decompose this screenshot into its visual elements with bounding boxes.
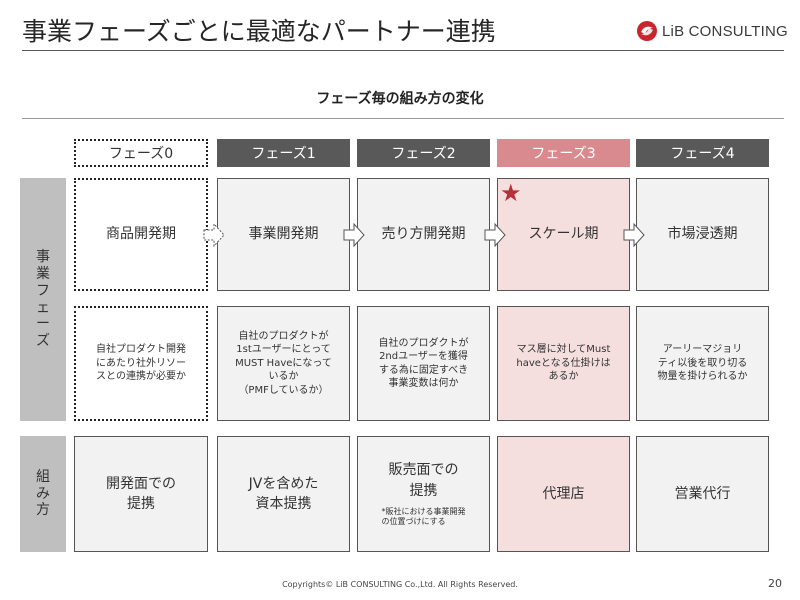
phase-header-2: フェーズ2 xyxy=(357,139,490,167)
issue-text: アーリーマジョリ ティ以後を取り切る 物量を掛けられるか xyxy=(657,344,748,383)
partnership-cell-3: 代理店 xyxy=(497,436,630,552)
partnership-label: 営業代行 xyxy=(674,485,731,502)
partnership-label: JVを含めた 資本提携 xyxy=(248,475,319,512)
subtitle-divider xyxy=(22,118,784,119)
arrow-right-icon xyxy=(203,223,225,247)
row-label-char: フ xyxy=(36,282,50,299)
stage-label: 事業開発期 xyxy=(248,226,319,243)
row-label-business-phase: 事業フェーズ xyxy=(20,178,66,421)
slide-title: 事業フェーズごとに最適なパートナー連携 xyxy=(22,17,496,46)
company-logo: LiB CONSULTING xyxy=(636,18,788,44)
issue-text: 自社のプロダクトが 1stユーザーにとって MUST Haveになって いるか … xyxy=(235,330,332,396)
phase-header-0: フェーズ0 xyxy=(74,139,208,167)
title-divider xyxy=(22,50,784,51)
row-label-char: 組 xyxy=(36,468,50,485)
row-label-char: 方 xyxy=(36,502,50,519)
row-label-partnering: 組み方 xyxy=(20,436,66,552)
row-label-char: み xyxy=(36,485,50,502)
diagram-subtitle: フェーズ毎の組み方の変化 xyxy=(316,91,484,107)
lib-consulting-logo-icon xyxy=(637,21,657,41)
row-label-char: 事 xyxy=(36,249,50,266)
stage-label: 売り方開発期 xyxy=(381,226,466,243)
phase-header-3: フェーズ3 xyxy=(497,139,630,167)
stage-label: スケール期 xyxy=(528,226,599,243)
stage-cell-4: 市場浸透期 xyxy=(636,178,769,291)
stage-label: 市場浸透期 xyxy=(667,226,738,243)
arrow-right-icon xyxy=(343,223,365,247)
partnership-cell-1: JVを含めた 資本提携 xyxy=(217,436,350,552)
row-label-char: ェ xyxy=(36,299,50,316)
logo-text: LiB CONSULTING xyxy=(662,22,788,40)
phase-header-1: フェーズ1 xyxy=(217,139,350,167)
stage-cell-1: 事業開発期 xyxy=(217,178,350,291)
issue-cell-3: マス層に対してMust haveとなる仕掛けは あるか xyxy=(497,306,630,421)
arrow-right-icon xyxy=(623,223,645,247)
stage-cell-0: 商品開発期 xyxy=(74,178,208,291)
row-label-char: ー xyxy=(36,316,50,333)
page-number: 20 xyxy=(768,577,782,590)
partnership-label: 販売面での 提携 xyxy=(388,462,459,499)
partnership-label: 代理店 xyxy=(542,485,585,502)
issue-cell-2: 自社のプロダクトが 2ndユーザーを獲得 する為に固定すべき 事業変数は何か xyxy=(357,306,490,421)
partnership-note: *販社における事業開発 の位置づけにする xyxy=(381,506,466,527)
issue-cell-4: アーリーマジョリ ティ以後を取り切る 物量を掛けられるか xyxy=(636,306,769,421)
stage-cell-2: 売り方開発期 xyxy=(357,178,490,291)
arrow-right-icon xyxy=(484,223,506,247)
row-label-char: ズ xyxy=(36,333,50,350)
stage-cell-3: スケール期 xyxy=(497,178,630,291)
issue-text: マス層に対してMust haveとなる仕掛けは あるか xyxy=(516,344,611,383)
issue-cell-1: 自社のプロダクトが 1stユーザーにとって MUST Haveになって いるか … xyxy=(217,306,350,421)
issue-text: 自社プロダクト開発 にあたり社外リソー スとの連携が必要か xyxy=(96,344,186,383)
partnership-cell-4: 営業代行 xyxy=(636,436,769,552)
copyright-notice: Copyrights© LiB CONSULTING Co.,Ltd. All … xyxy=(282,580,518,589)
phase-header-4: フェーズ4 xyxy=(636,139,769,167)
row-label-char: 業 xyxy=(36,265,50,282)
partnership-cell-0: 開発面での 提携 xyxy=(74,436,208,552)
stage-label: 商品開発期 xyxy=(106,226,176,243)
star-icon: ★ xyxy=(500,179,522,207)
partnership-label: 開発面での 提携 xyxy=(106,475,176,512)
partnership-cell-2: 販売面での 提携 *販社における事業開発 の位置づけにする xyxy=(357,436,490,552)
issue-text: 自社のプロダクトが 2ndユーザーを獲得 する為に固定すべき 事業変数は何か xyxy=(378,337,469,390)
issue-cell-0: 自社プロダクト開発 にあたり社外リソー スとの連携が必要か xyxy=(74,306,208,421)
